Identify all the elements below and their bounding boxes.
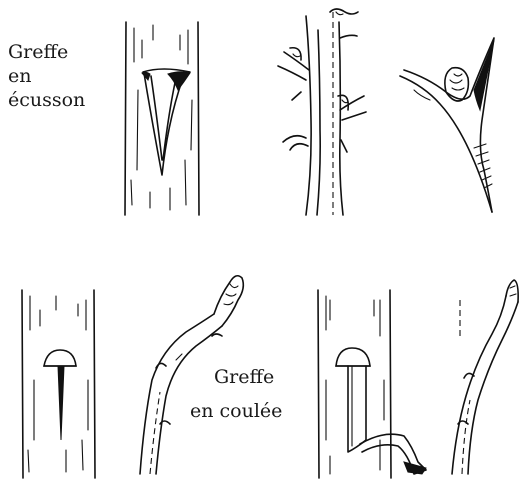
label-line: Greffe [8,40,85,64]
trunk-with-t-bud-illustration [125,22,199,215]
trunk-with-bud-strip-illustration [318,290,426,478]
label-line: en [8,64,85,88]
label-greffe-en-ecusson: Greffe en écusson [8,40,85,112]
label-line: Greffe [214,360,282,394]
label-line: en coulée [190,394,282,428]
bud-closeup-illustration [400,38,494,212]
stem-with-bud-illustration [452,280,518,474]
label-greffe-en-coulee: Greffe en coulée [214,360,282,428]
label-line: écusson [8,88,85,112]
budded-stem-illustration [278,9,366,215]
trunk-with-round-bud-illustration [22,290,95,478]
